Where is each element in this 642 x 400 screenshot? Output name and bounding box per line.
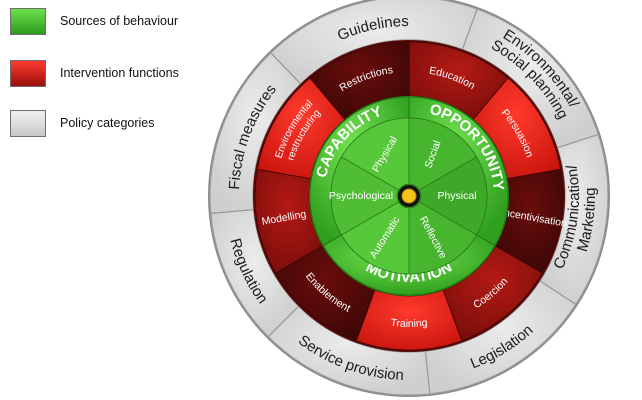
intervention-functions-ring: EducationPersuasionIncentivisationCoerci… — [253, 40, 568, 352]
legend-item-policies: Policy categories — [10, 110, 210, 140]
intervention-label-training: Training — [390, 317, 428, 330]
legend-label-interventions: Intervention functions — [60, 66, 179, 80]
component-segment-reflective-motivation — [408, 201, 478, 275]
component-segment-physical-opportunity — [418, 156, 488, 236]
component-label-physical-opportunity: Physical — [437, 190, 476, 202]
legend-item-interventions: Intervention functions — [10, 60, 210, 90]
component-segment-physical-capability — [340, 117, 410, 191]
legend-swatch-sources — [10, 8, 46, 35]
hub-center — [401, 188, 417, 204]
wheel-hub — [398, 185, 420, 207]
component-segment-psychological-capability — [330, 156, 400, 236]
legend-swatch-interventions — [10, 60, 46, 87]
component-segment-social-opportunity — [408, 117, 478, 191]
legend-label-sources: Sources of behaviour — [60, 14, 179, 28]
policy-segment-guidelines — [269, 0, 478, 85]
component-segment-automatic-motivation — [340, 201, 410, 275]
legend-swatch-policies — [10, 110, 46, 137]
legend-label-policies: Policy categories — [60, 116, 155, 130]
legend-item-sources: Sources of behaviour — [10, 8, 210, 38]
component-label-psychological-capability: Psychological — [329, 190, 393, 202]
